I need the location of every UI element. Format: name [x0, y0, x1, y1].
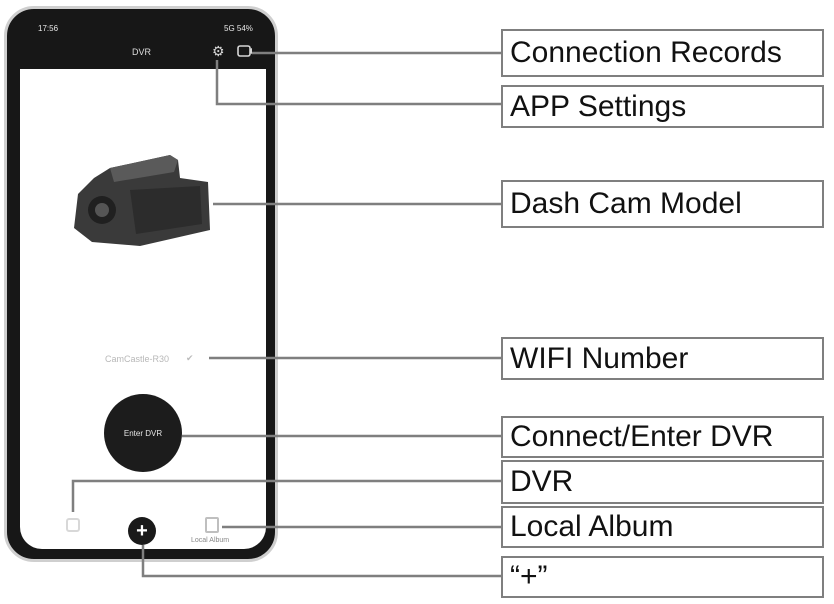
local-album-tab-label[interactable]: Local Album	[191, 537, 230, 544]
status-indicators: 5G 54%	[224, 24, 253, 33]
page-title: DVR	[132, 47, 152, 57]
folder-icon[interactable]	[205, 517, 219, 533]
leader-plus	[141, 545, 501, 578]
callout-connection-records: Connection Records	[501, 29, 824, 77]
callout-local-album: Local Album	[501, 506, 824, 548]
callout-app-settings: APP Settings	[501, 85, 824, 128]
plus-button[interactable]: +	[128, 517, 156, 545]
leader-app-settings	[215, 60, 501, 106]
wifi-name: CamCastle-R30	[105, 354, 170, 364]
callout-wifi-number: WIFI Number	[501, 337, 824, 380]
status-time: 17:56	[38, 24, 59, 33]
camera-record-icon	[237, 45, 252, 57]
enter-dvr-button[interactable]: Enter DVR	[104, 394, 182, 472]
dash-cam-image	[74, 155, 210, 246]
callout-dash-cam-model: Dash Cam Model	[501, 180, 824, 228]
gear-icon[interactable]: ⚙	[212, 43, 225, 59]
dvr-tab-icon[interactable]	[66, 518, 80, 532]
callout-plus: “+”	[501, 556, 824, 598]
callout-dvr: DVR	[501, 460, 824, 504]
connection-records-icon[interactable]	[237, 44, 253, 60]
callout-connect-enter-dvr: Connect/Enter DVR	[501, 416, 824, 458]
leader-dvr	[71, 479, 501, 512]
check-circle-icon: ✔	[186, 353, 194, 363]
